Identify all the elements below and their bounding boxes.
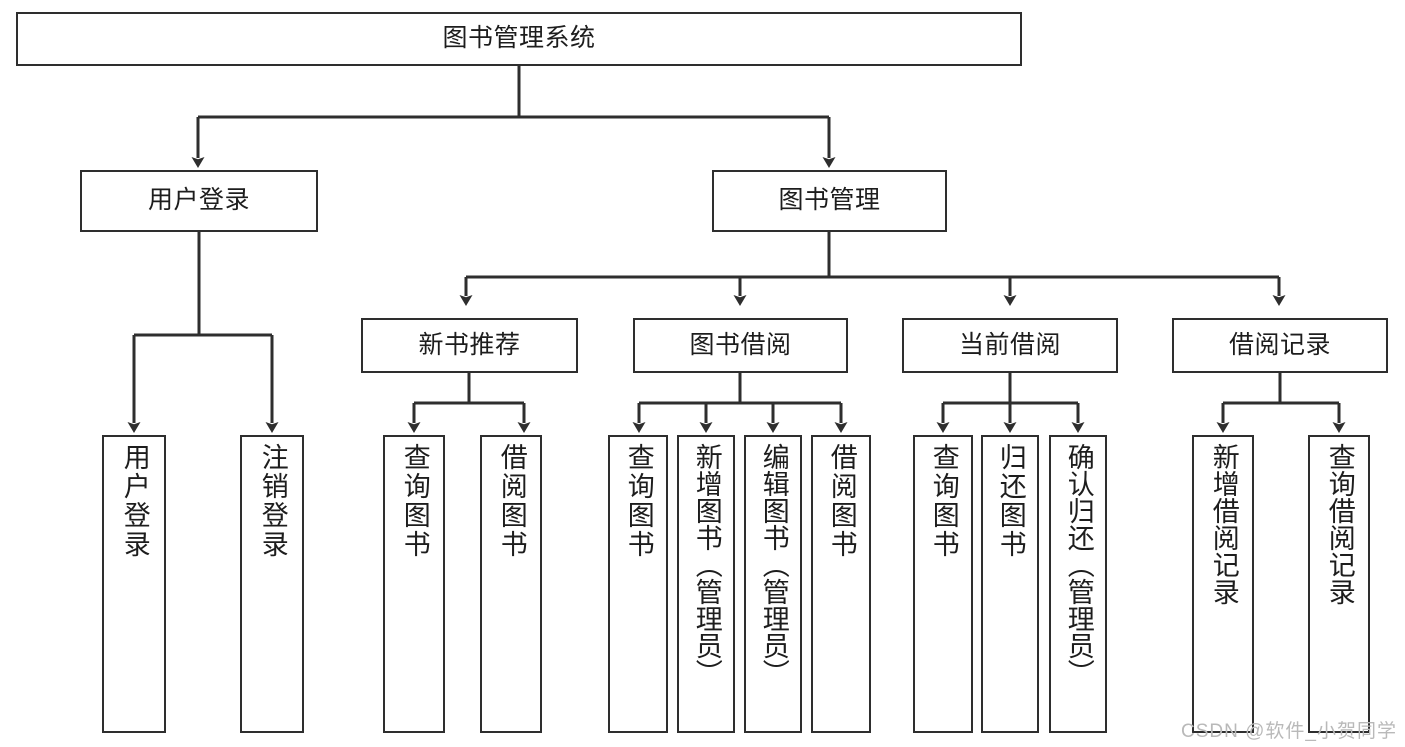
node-label: 用户登录	[147, 186, 250, 215]
node-label: 查询借阅记录	[1324, 443, 1355, 605]
node-leaf-edit-book-admin[interactable]: 编辑图书（管理员）	[744, 435, 802, 733]
node-book-borrow[interactable]: 图书借阅	[633, 318, 848, 373]
node-leaf-query-book-current[interactable]: 查询图书	[913, 435, 973, 733]
node-borrow-record[interactable]: 借阅记录	[1172, 318, 1388, 373]
node-user-login[interactable]: 用户登录	[80, 170, 318, 232]
node-leaf-confirm-return-admin[interactable]: 确认归还（管理员）	[1049, 435, 1107, 733]
node-label: 查询图书	[928, 443, 959, 559]
node-label: 借阅记录	[1228, 330, 1331, 359]
node-leaf-user-login[interactable]: 用户登录	[102, 435, 166, 733]
node-leaf-add-borrow-record[interactable]: 新增借阅记录	[1192, 435, 1254, 733]
node-label: 编辑图书（管理员）	[758, 443, 789, 686]
node-root-system[interactable]: 图书管理系统	[16, 12, 1022, 66]
node-label: 用户登录	[119, 443, 150, 559]
node-label: 图书借阅	[689, 330, 792, 359]
node-leaf-user-logout[interactable]: 注销登录	[240, 435, 304, 733]
node-label: 新增借阅记录	[1208, 443, 1239, 605]
node-book-manage[interactable]: 图书管理	[712, 170, 947, 232]
node-leaf-query-book-recommend[interactable]: 查询图书	[383, 435, 445, 733]
node-leaf-borrow-book[interactable]: 借阅图书	[811, 435, 871, 733]
csdn-watermark: CSDN @软件_小贺同学	[1181, 721, 1397, 742]
node-label: 归还图书	[995, 443, 1026, 559]
node-label: 确认归还（管理员）	[1063, 443, 1094, 686]
node-new-book-recommend[interactable]: 新书推荐	[361, 318, 578, 373]
node-leaf-return-book[interactable]: 归还图书	[981, 435, 1039, 733]
node-label: 查询图书	[399, 443, 430, 559]
node-label: 新增图书（管理员）	[691, 443, 722, 686]
node-current-borrow[interactable]: 当前借阅	[902, 318, 1118, 373]
node-leaf-add-book-admin[interactable]: 新增图书（管理员）	[677, 435, 735, 733]
node-label: 新书推荐	[418, 330, 521, 359]
node-label: 借阅图书	[496, 443, 527, 559]
node-leaf-query-borrow-record[interactable]: 查询借阅记录	[1308, 435, 1370, 733]
node-label: 当前借阅	[958, 330, 1061, 359]
node-label: 图书管理系统	[442, 24, 596, 53]
node-label: 图书管理	[778, 186, 881, 215]
node-label: 查询图书	[623, 443, 654, 559]
node-leaf-query-book-borrow[interactable]: 查询图书	[608, 435, 668, 733]
node-leaf-borrow-book-recommend[interactable]: 借阅图书	[480, 435, 542, 733]
node-label: 借阅图书	[826, 443, 857, 559]
node-label: 注销登录	[257, 443, 288, 559]
